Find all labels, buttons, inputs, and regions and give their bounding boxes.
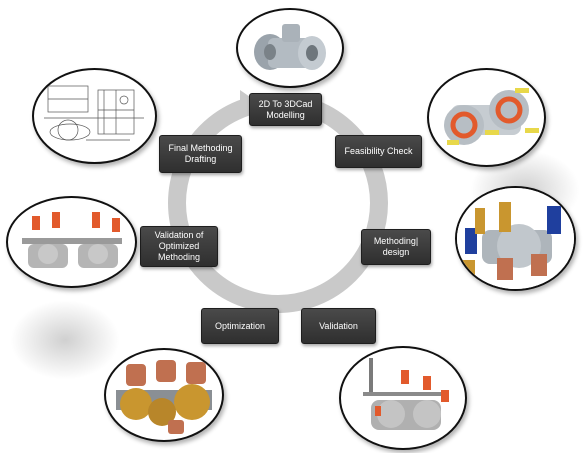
step-drafting-label: Final Methoding Drafting — [168, 143, 233, 164]
methoding-valve-icon — [455, 186, 576, 291]
drawing-blueprint-icon — [32, 68, 157, 164]
cycle-arrow-icon — [240, 90, 256, 112]
brass-valve-icon — [104, 348, 224, 442]
step-validation: Validation — [301, 308, 376, 344]
background-shadow-left — [10, 300, 120, 380]
cycle-ring — [168, 93, 388, 313]
step-methoding-label: Methoding| design — [373, 236, 419, 257]
step-drafting: Final Methoding Drafting — [159, 135, 242, 173]
step-validation-label: Validation — [319, 320, 358, 331]
step-methoding: Methoding| design — [361, 229, 431, 265]
step-modelling: 2D To 3DCad Modelling — [249, 93, 322, 126]
optimized-valve-icon — [6, 196, 137, 288]
step-optimization: Optimization — [201, 308, 279, 344]
feasibility-valve-icon — [427, 68, 546, 167]
cad-model-valve-icon — [236, 8, 344, 88]
step-feasibility: Feasibility Check — [335, 135, 422, 168]
step-modelling-label: 2D To 3DCad Modelling — [258, 98, 313, 120]
simulation-valve-icon — [339, 346, 467, 450]
step-validation-optimized-label: Validation of Optimized Methoding — [154, 230, 204, 262]
step-feasibility-label: Feasibility Check — [344, 146, 413, 156]
step-validation-optimized: Validation of Optimized Methoding — [140, 226, 218, 267]
step-optimization-label: Optimization — [214, 320, 266, 331]
